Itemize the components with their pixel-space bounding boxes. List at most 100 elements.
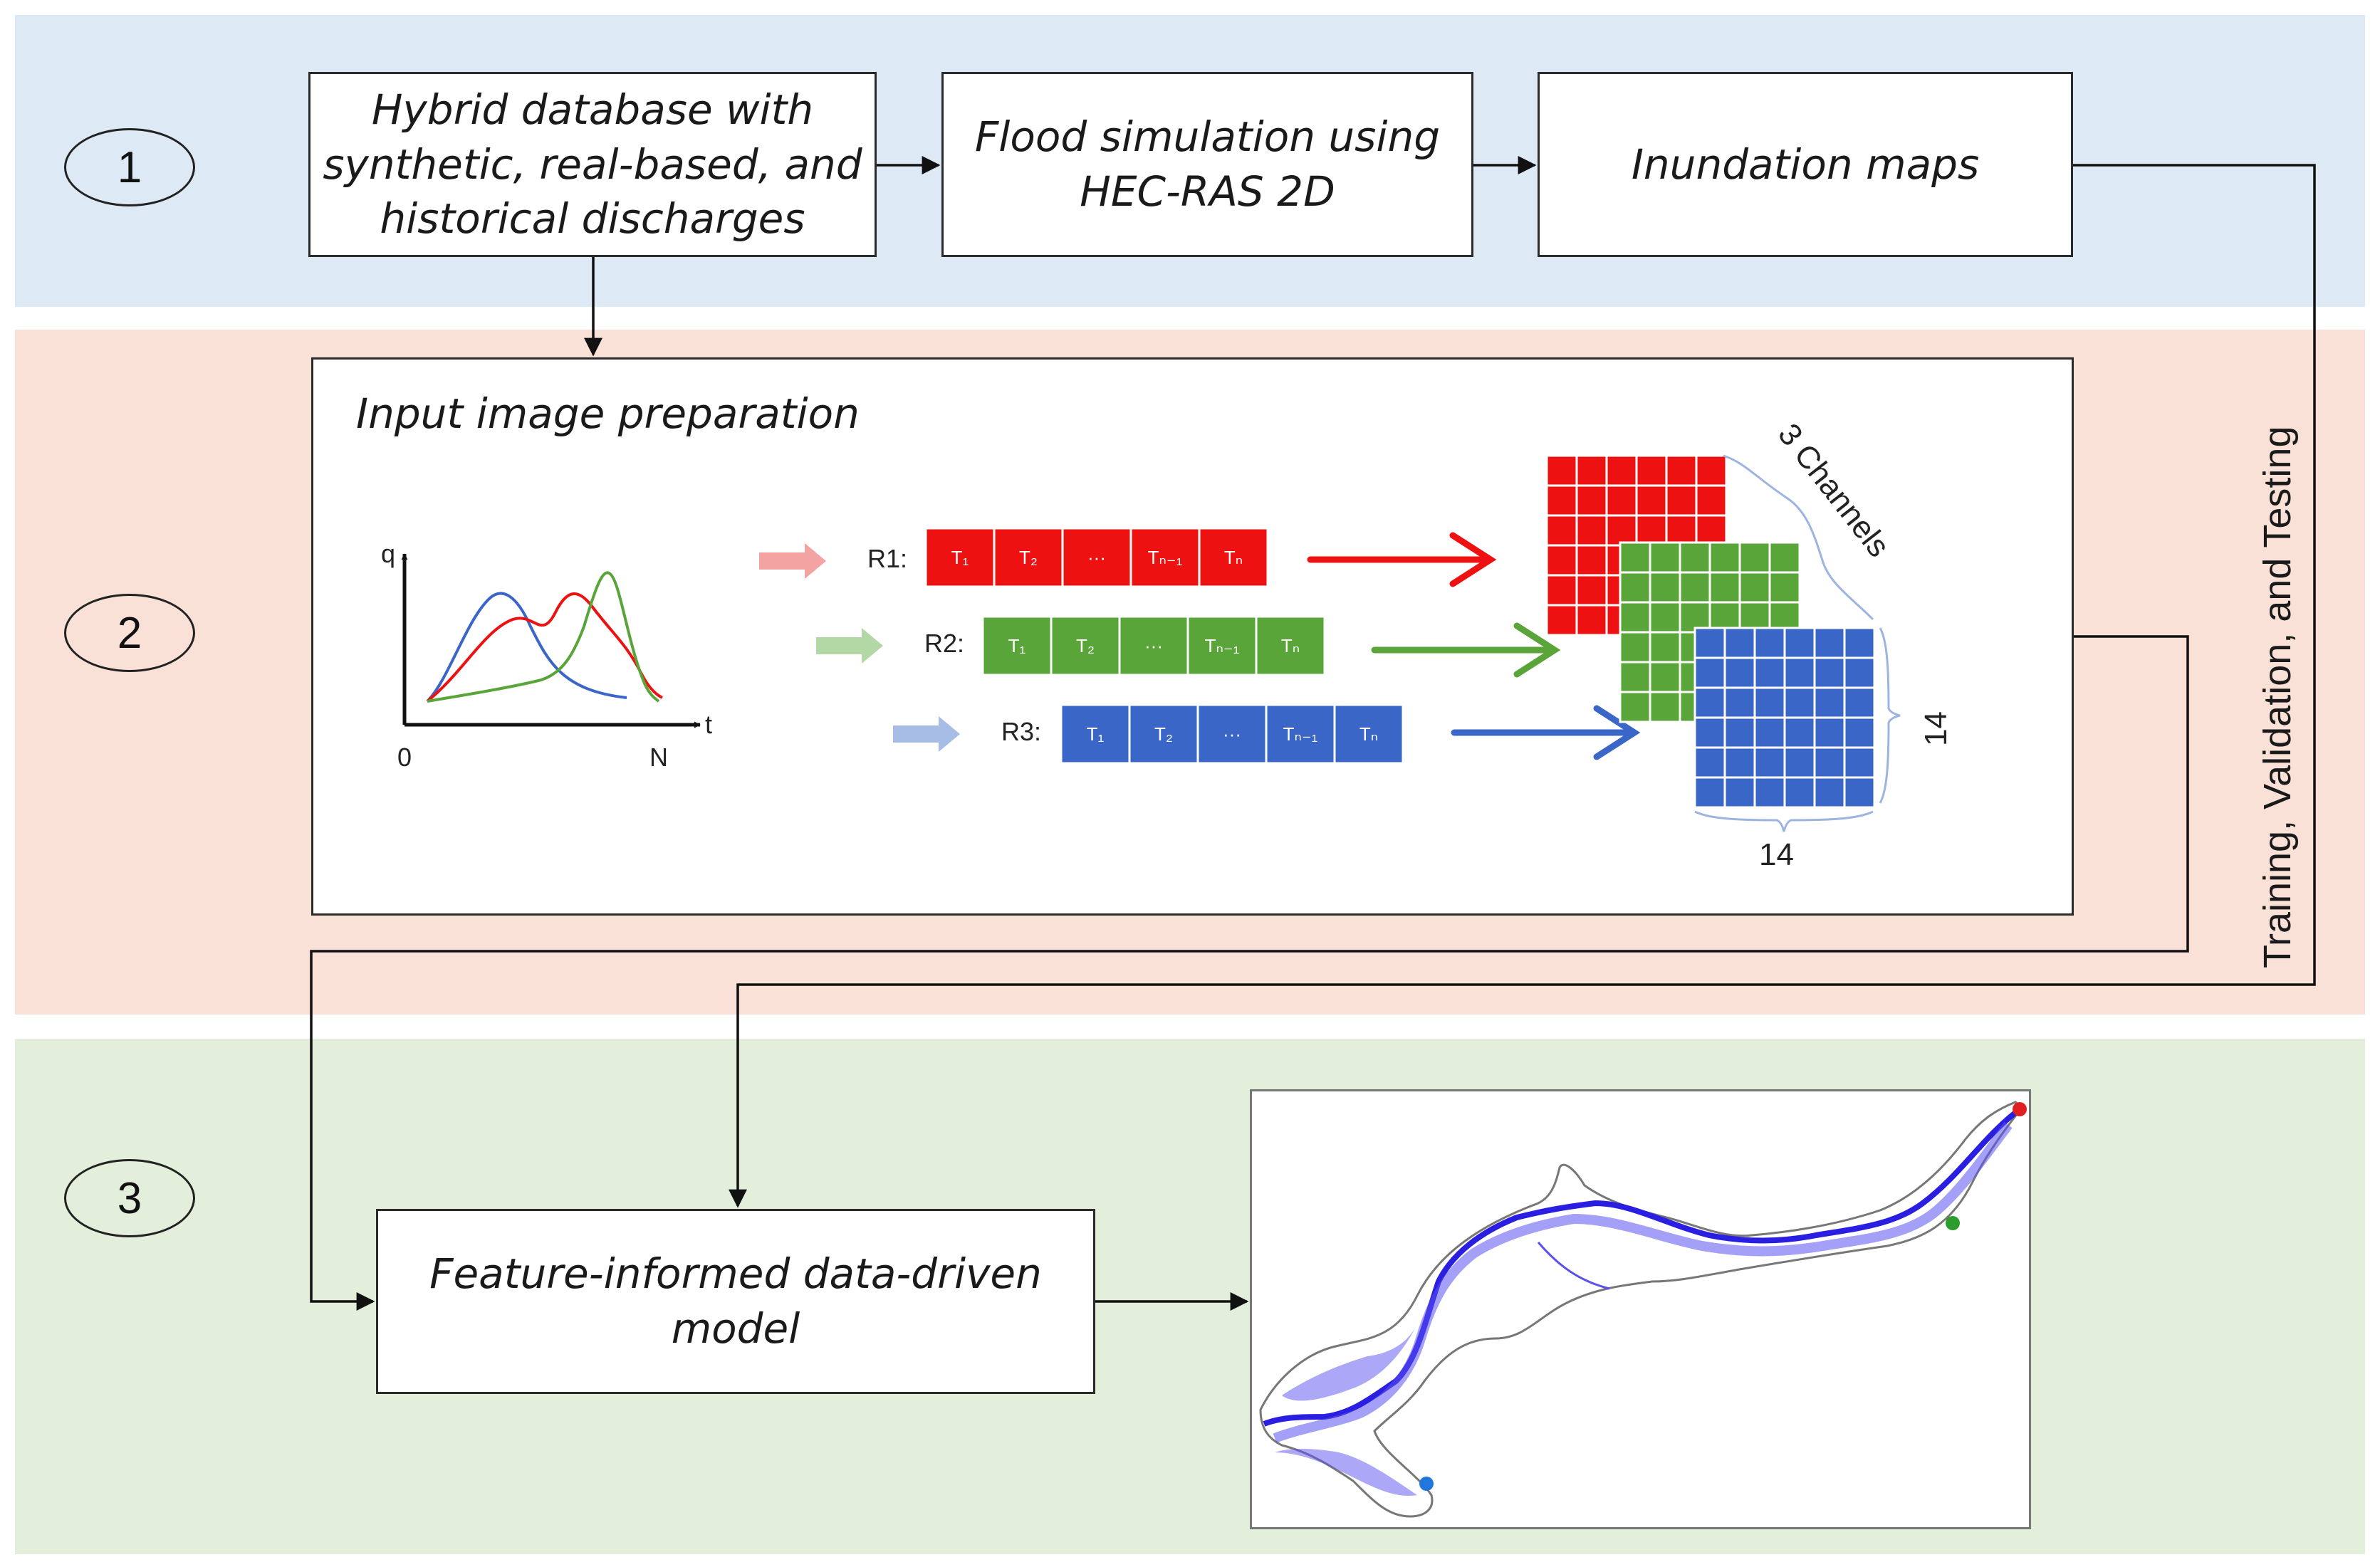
channel-grid-cell bbox=[1619, 571, 1651, 604]
hydrograph-x-label: t bbox=[705, 710, 712, 739]
timestep-cell bbox=[924, 527, 996, 588]
channel-grid-cell bbox=[1813, 656, 1846, 689]
r2-input-arrow bbox=[816, 628, 883, 664]
channel-grid-cell bbox=[1665, 454, 1698, 487]
flood-extent-band bbox=[1273, 1121, 2013, 1443]
timestep-cell-label: ··· bbox=[1087, 547, 1106, 568]
step-1-marker: 1 bbox=[64, 128, 195, 206]
channel-grid-cell bbox=[1649, 661, 1681, 693]
width-brace bbox=[1694, 810, 1874, 832]
channel-grid-cell bbox=[1665, 484, 1698, 517]
timestep-cell bbox=[1060, 703, 1131, 765]
channel-grid-cell bbox=[1738, 571, 1771, 604]
channel-grid-cell bbox=[1693, 716, 1726, 749]
channel-grid-cell bbox=[1619, 631, 1651, 664]
step-2-marker: 2 bbox=[64, 594, 195, 672]
channel-grid-cell bbox=[1605, 514, 1638, 547]
channel-grid-cell bbox=[1843, 776, 1876, 809]
r3-input-arrow bbox=[893, 716, 960, 752]
channel-grid-cell bbox=[1843, 627, 1876, 659]
channel-grid-cell bbox=[1723, 656, 1756, 689]
input-arrows bbox=[759, 543, 960, 752]
channel-grid-cell bbox=[1768, 541, 1801, 574]
channel-grid-cell bbox=[1723, 776, 1756, 809]
channel-grid-cell bbox=[1768, 571, 1801, 604]
arrow-maps-to-model bbox=[729, 164, 2316, 1208]
channel-grid-cell bbox=[1545, 604, 1578, 636]
channel-grid-cell bbox=[1693, 627, 1726, 659]
channel-grid-cell bbox=[1813, 776, 1846, 809]
step-3-marker: 3 bbox=[64, 1159, 195, 1237]
timestep-cell bbox=[1198, 527, 1269, 588]
r1-input-arrow bbox=[759, 543, 826, 579]
channel-grid-cell bbox=[1649, 691, 1681, 723]
channel-grid-cell bbox=[1679, 571, 1711, 604]
timestep-cell bbox=[1118, 615, 1189, 676]
hydrograph-origin-label: 0 bbox=[397, 743, 412, 772]
channel-grid-cell bbox=[1783, 746, 1816, 779]
data-driven-model-box: Feature-informed data-driven model bbox=[376, 1209, 1095, 1394]
channel-grid-cell bbox=[1843, 656, 1876, 689]
channel-grid-cell bbox=[1545, 454, 1578, 487]
timestep-cell-label: T₁ bbox=[951, 547, 969, 568]
timestep-cell-label: Tₙ bbox=[1224, 547, 1243, 568]
timestep-cell-label: T₁ bbox=[1008, 635, 1026, 656]
row-r3-label: R3: bbox=[1001, 717, 1041, 746]
channel-grid-cell bbox=[1695, 484, 1728, 517]
r2-channel-arrowhead bbox=[1513, 622, 1561, 678]
channel-grid-cell bbox=[1753, 776, 1786, 809]
channel-grid-cell bbox=[1813, 746, 1846, 779]
timestep-cell-label: Tₙ₋₁ bbox=[1283, 723, 1318, 745]
step-1-number: 1 bbox=[117, 142, 142, 192]
step-2-number: 2 bbox=[117, 608, 142, 658]
channel-grid-cell bbox=[1753, 716, 1786, 749]
r3-channel-arrowhead bbox=[1593, 705, 1641, 760]
channel-grid-cell bbox=[1545, 514, 1578, 547]
channel-grid-cell bbox=[1723, 686, 1756, 719]
channel-grid-cell bbox=[1695, 514, 1728, 547]
flood-simulation-box: Flood simulation using HEC-RAS 2D bbox=[941, 72, 1473, 257]
timestep-cell bbox=[1333, 703, 1404, 765]
channel-grid-cell bbox=[1649, 541, 1681, 574]
step-3-number: 3 bbox=[117, 1173, 142, 1223]
middle-marker bbox=[1946, 1216, 1960, 1230]
hybrid-database-box: Hybrid database with synthetic, real-bas… bbox=[308, 72, 877, 257]
channel-grid-cell bbox=[1693, 776, 1726, 809]
connector-lines bbox=[310, 156, 2316, 1311]
timestep-cell bbox=[1050, 615, 1121, 676]
timestep-cell bbox=[1255, 615, 1326, 676]
channel-grid-cell bbox=[1738, 541, 1771, 574]
hydrograph-red-curve bbox=[426, 592, 663, 703]
channel-grid-cell bbox=[1783, 656, 1816, 689]
inundation-map bbox=[1259, 1101, 2027, 1518]
channel-grid-cell bbox=[1619, 661, 1651, 693]
channel-grid-cell bbox=[1783, 776, 1816, 809]
channel-grid-cell bbox=[1753, 686, 1786, 719]
grid-width-label: 14 bbox=[1759, 837, 1794, 872]
timestep-cell-label: Tₙ₋₁ bbox=[1205, 635, 1240, 656]
channel-grid-cell bbox=[1635, 514, 1668, 547]
timestep-cell-label: T₂ bbox=[1019, 547, 1038, 568]
timestep-cell-label: T₂ bbox=[1154, 723, 1173, 745]
channel-grid-cell bbox=[1545, 544, 1578, 577]
channel-grid-cell bbox=[1695, 454, 1728, 487]
timestep-cell bbox=[1196, 703, 1268, 765]
channel-grid-cell bbox=[1843, 716, 1876, 749]
row-r1-label: R1: bbox=[867, 544, 907, 573]
training-validation-testing-label: Training, Validation, and Testing bbox=[2256, 426, 2299, 968]
timestep-cell-label: Tₙ bbox=[1281, 635, 1300, 656]
hybrid-database-label: Hybrid database with synthetic, real-bas… bbox=[323, 85, 862, 243]
r1-channel-arrowhead bbox=[1449, 532, 1497, 587]
channel-grid-cell bbox=[1843, 746, 1876, 779]
hydrograph-plot: q t 0 N bbox=[381, 539, 712, 772]
timestep-cell bbox=[981, 615, 1053, 676]
channel-grid-cell bbox=[1575, 484, 1608, 517]
timestep-cell-label: T₂ bbox=[1076, 635, 1095, 656]
channel-grid-cell bbox=[1783, 686, 1816, 719]
channel-grid-cell bbox=[1723, 716, 1756, 749]
channel-grid-cell bbox=[1783, 716, 1816, 749]
timestep-cell bbox=[1265, 703, 1336, 765]
channel-grid-cell bbox=[1679, 541, 1711, 574]
channel-grid-cell bbox=[1605, 454, 1638, 487]
inundation-maps-box: Inundation maps bbox=[1538, 72, 2073, 257]
